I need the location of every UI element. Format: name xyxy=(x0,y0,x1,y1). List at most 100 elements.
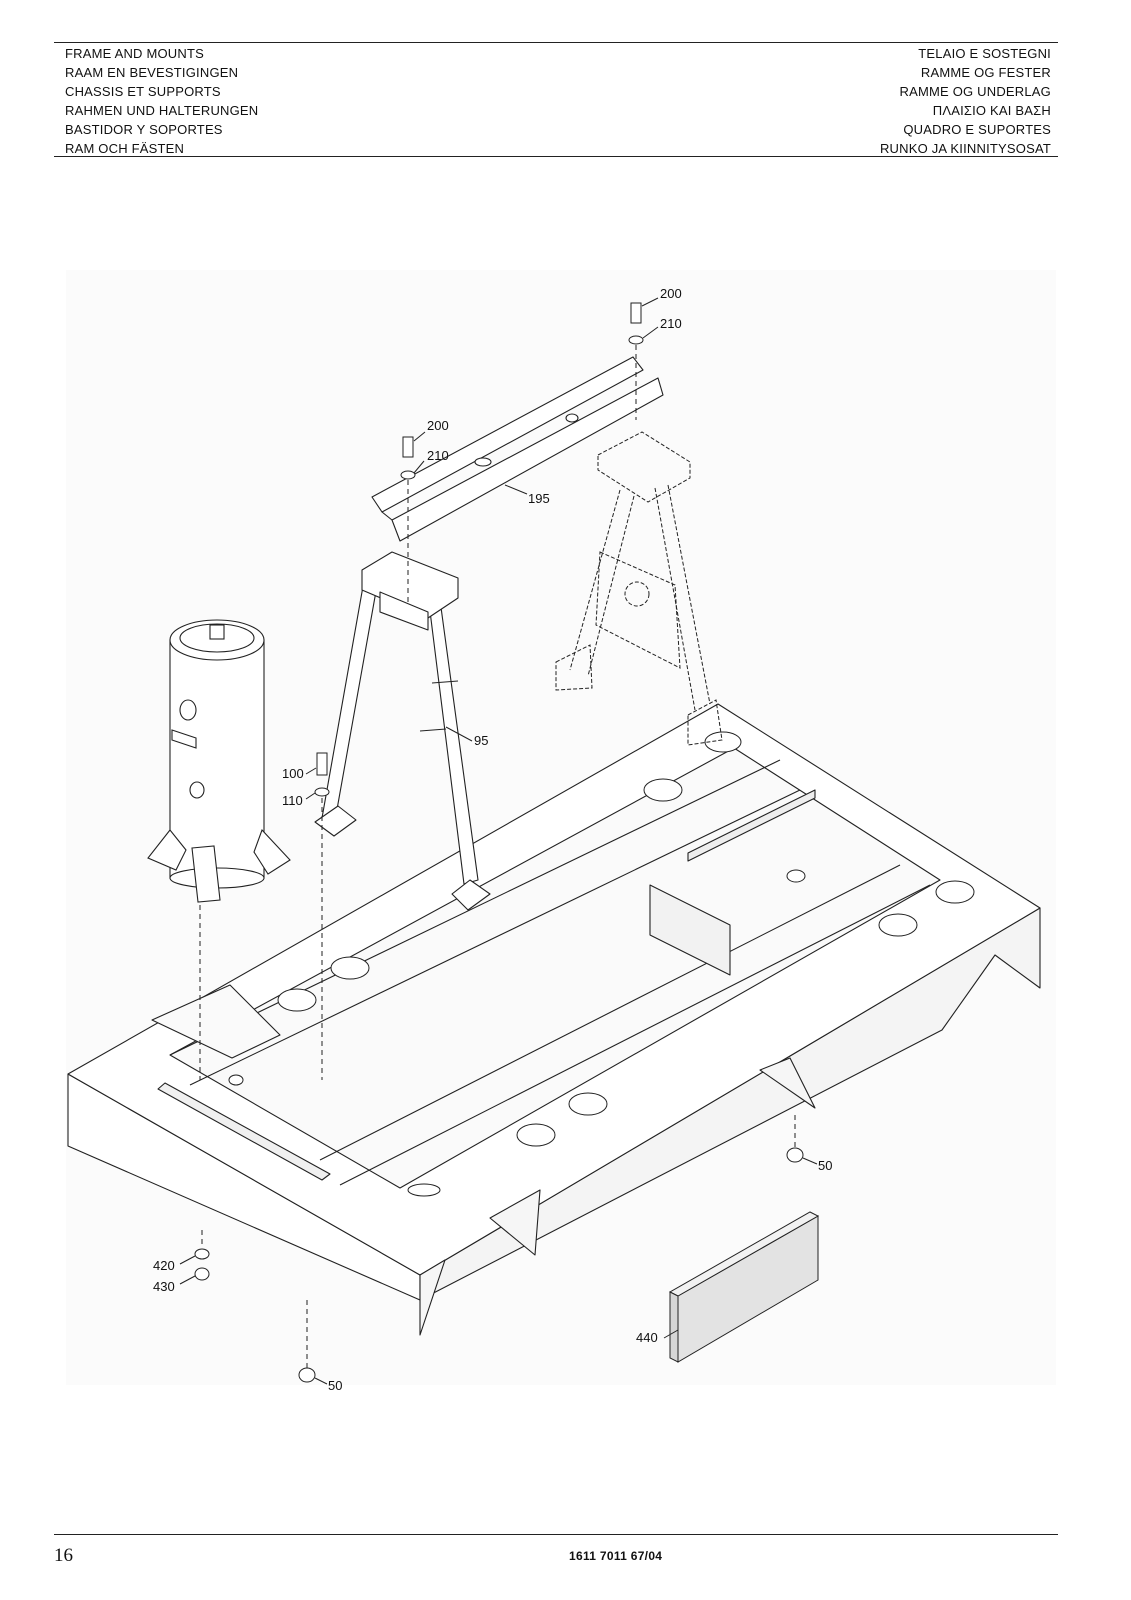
frame-hole xyxy=(228,1074,244,1086)
frame-hole xyxy=(935,880,975,904)
vessel-foot-front xyxy=(191,845,221,903)
washer-110 xyxy=(314,787,330,797)
callout-95: 95 xyxy=(474,733,488,748)
bolt-100 xyxy=(316,752,328,776)
vessel-body xyxy=(169,639,265,879)
header-titles-right: TELAIO E SOSTEGNI RAMME OG FESTER RAMME … xyxy=(571,44,1051,158)
under-support-leg-3 xyxy=(419,1259,446,1336)
page-number: 16 xyxy=(54,1545,73,1566)
leader-440 xyxy=(663,1329,679,1339)
crossbeam-rear-channel xyxy=(371,356,644,513)
cavity-rail-2 xyxy=(189,789,801,1086)
title-no: RAMME OG UNDERLAG xyxy=(899,84,1051,99)
cavity-rail-3 xyxy=(319,864,901,1161)
callout-50-left: 50 xyxy=(328,1378,342,1393)
left-cutout xyxy=(151,984,281,1059)
a-stand-pin xyxy=(419,728,447,732)
header-titles-left: FRAME AND MOUNTS RAAM EN BEVESTIGINGEN C… xyxy=(65,44,545,158)
title-it: TELAIO E SOSTEGNI xyxy=(918,46,1051,61)
rear-stand-leg xyxy=(654,487,696,711)
inner-bracket-plate xyxy=(687,789,816,862)
frame-hole xyxy=(643,778,683,802)
base-frame-holes xyxy=(228,731,975,1197)
callout-440: 440 xyxy=(636,1330,658,1345)
callout-420: 420 xyxy=(153,1258,175,1273)
crossbeam-slot xyxy=(474,457,492,467)
title-de: RAHMEN UND HALTERUNGEN xyxy=(65,103,259,118)
leader-420 xyxy=(179,1255,196,1265)
frame-hole xyxy=(277,988,317,1012)
leader-95 xyxy=(445,726,473,742)
title-fr: CHASSIS ET SUPPORTS xyxy=(65,84,221,99)
rear-stand-foot xyxy=(687,699,723,746)
leader-200-mid xyxy=(413,431,426,442)
front-a-stand-95 xyxy=(314,551,491,911)
leader-110 xyxy=(305,792,316,800)
hardware-parts xyxy=(194,302,820,1383)
base-frame-cavity xyxy=(169,747,941,1189)
leader-210-top xyxy=(642,326,659,339)
callout-100: 100 xyxy=(282,766,304,781)
washer-420 xyxy=(194,1248,210,1260)
callout-195: 195 xyxy=(528,491,550,506)
footer-rule xyxy=(54,1534,1058,1535)
leader-210-mid xyxy=(413,460,425,474)
leader-430 xyxy=(179,1275,196,1285)
crossbeam-front-channel xyxy=(391,377,664,542)
cavity-rail-1 xyxy=(169,759,781,1056)
leader-50-left xyxy=(314,1377,328,1385)
assembly-lines xyxy=(199,345,796,1368)
crossbeam-195 xyxy=(371,356,664,542)
vessel-side-port xyxy=(189,781,205,799)
frame-hole xyxy=(786,869,806,883)
leader-200-top xyxy=(641,297,659,307)
front-edge-rail xyxy=(157,1082,331,1181)
mount-50-left xyxy=(298,1367,316,1383)
callout-210-mid: 210 xyxy=(427,448,449,463)
bolt-200-top xyxy=(630,302,642,324)
vessel-side-port xyxy=(179,699,197,721)
frame-hole xyxy=(568,1092,608,1116)
callouts: 200 210 200 210 195 95 100 110 50 420 43… xyxy=(153,286,832,1393)
title-el: ΠΛΑΙΣΙΟ ΚΑΙ ΒΑΣΗ xyxy=(932,103,1051,118)
callout-110: 110 xyxy=(282,793,303,808)
title-sv: RAM OCH FÄSTEN xyxy=(65,141,185,156)
leader-lines xyxy=(179,297,818,1385)
callout-200-mid: 200 xyxy=(427,418,449,433)
a-stand-left-foot xyxy=(314,805,357,837)
title-pt: QUADRO E SUPORTES xyxy=(903,122,1051,137)
rear-stand-foot xyxy=(555,644,593,691)
callout-430: 430 xyxy=(153,1279,175,1294)
rear-stand-hole xyxy=(624,581,650,607)
a-stand-top-plate xyxy=(361,551,459,619)
under-support-leg-2 xyxy=(759,1057,816,1109)
leader-100 xyxy=(305,767,317,775)
frame-hole xyxy=(330,956,370,980)
nut-430 xyxy=(194,1267,210,1281)
title-en: FRAME AND MOUNTS xyxy=(65,46,204,61)
rear-stand-gusset xyxy=(595,551,681,669)
mount-50-right xyxy=(786,1147,804,1163)
vessel-label-plate xyxy=(171,729,197,749)
crossbeam-edge xyxy=(381,511,393,521)
rear-stand-top-bracket xyxy=(597,431,691,503)
callout-200-top: 200 xyxy=(660,286,682,301)
callout-50-right: 50 xyxy=(818,1158,832,1173)
callout-210-top: 210 xyxy=(660,316,682,331)
air-receiver-vessel xyxy=(147,619,291,903)
rear-support-stand xyxy=(555,431,723,746)
washer-210-top xyxy=(628,335,644,345)
inner-divider-plate xyxy=(649,884,731,976)
rear-stand-leg xyxy=(569,489,621,671)
frame-hole xyxy=(407,1183,441,1197)
rear-stand-leg xyxy=(587,495,635,677)
leader-195 xyxy=(504,484,528,495)
frame-hole xyxy=(704,731,742,753)
leader-50-right xyxy=(802,1157,818,1165)
a-stand-pin xyxy=(431,680,459,684)
base-frame xyxy=(67,703,1041,1336)
vessel-top-nut xyxy=(209,624,225,640)
under-support-leg-1 xyxy=(489,1189,541,1256)
title-fi: RUNKO JA KIINNITYSOSAT xyxy=(879,141,1051,156)
